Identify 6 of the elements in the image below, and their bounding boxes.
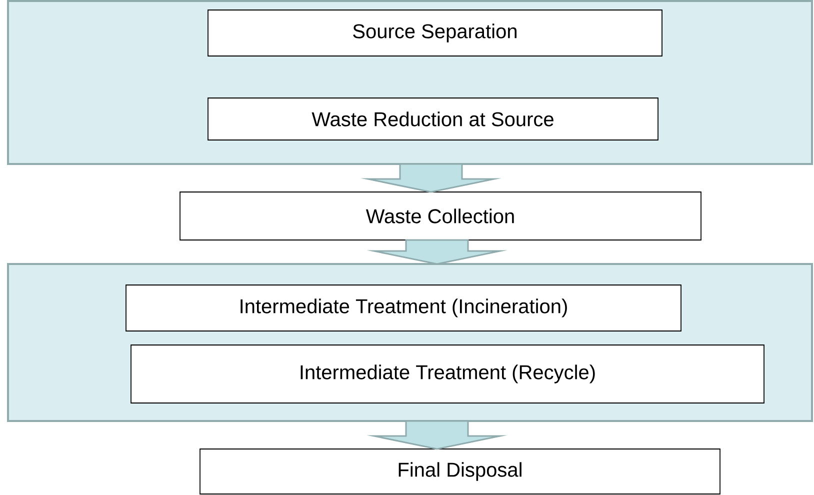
process-box: Source Separation xyxy=(208,10,662,56)
process-box: Waste Reduction at Source xyxy=(208,98,658,140)
process-box: Intermediate Treatment (Incineration) xyxy=(126,284,682,332)
process-box: Final Disposal xyxy=(200,448,720,494)
process-box: Waste Collection xyxy=(180,192,702,240)
process-box: Intermediate Treatment (Recycle) xyxy=(130,344,764,404)
